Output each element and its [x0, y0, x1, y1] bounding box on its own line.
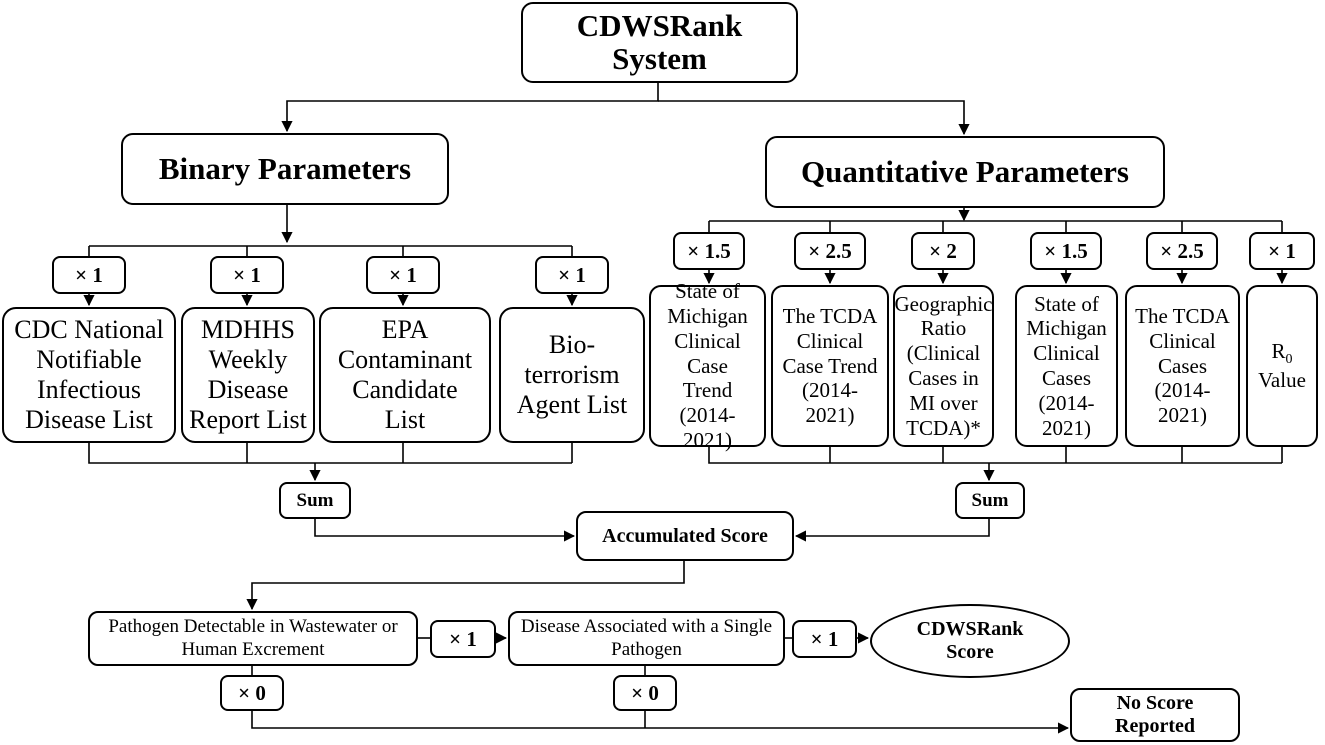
quantitative-multiplier: × 2	[911, 232, 975, 270]
condition-multiplier-yes: × 1	[792, 620, 857, 658]
binary-sum: Sum	[279, 482, 351, 519]
binary-parameter-box: EPA Contaminant Candidate List	[319, 307, 491, 443]
condition-single-pathogen: Disease Associated with a Single Pathoge…	[508, 611, 785, 666]
cdwsrank-score-oval: CDWSRank Score	[870, 604, 1070, 678]
quantitative-multiplier: × 1.5	[1030, 232, 1102, 270]
condition-multiplier-no: × 0	[220, 675, 284, 711]
quantitative-parameter-box: The TCDA Clinical Cases (2014-2021)	[1125, 285, 1240, 447]
quantitative-parameter-box: The TCDA Clinical Case Trend (2014-2021)	[771, 285, 889, 447]
quantitative-multiplier: × 2.5	[1146, 232, 1218, 270]
quantitative-multiplier: × 2.5	[794, 232, 866, 270]
system-title: CDWSRank System	[521, 2, 798, 83]
quantitative-multiplier: × 1.5	[673, 232, 745, 270]
binary-multiplier: × 1	[52, 256, 126, 294]
condition-multiplier-no: × 0	[613, 675, 677, 711]
no-score-reported: No Score Reported	[1070, 688, 1240, 742]
accumulated-score: Accumulated Score	[576, 511, 794, 561]
quantitative-parameter-box: Geographic Ratio (Clinical Cases in MI o…	[893, 285, 994, 447]
quantitative-sum: Sum	[955, 482, 1025, 519]
binary-multiplier: × 1	[366, 256, 440, 294]
quantitative-parameter-box: State of Michigan Clinical Case Trend (2…	[649, 279, 766, 452]
binary-parameter-box: Bio-terrorism Agent List	[499, 307, 645, 443]
binary-multiplier: × 1	[210, 256, 284, 294]
binary-parameter-box: CDC National Notifiable Infectious Disea…	[2, 307, 176, 443]
binary-multiplier: × 1	[535, 256, 609, 294]
quantitative-multiplier: × 1	[1249, 232, 1315, 270]
condition-pathogen-detectable: Pathogen Detectable in Wastewater or Hum…	[88, 611, 418, 666]
condition-multiplier-yes: × 1	[430, 620, 496, 658]
binary-parameters-heading: Binary Parameters	[121, 133, 449, 205]
quantitative-parameters-heading: Quantitative Parameters	[765, 136, 1165, 208]
binary-parameter-box: MDHHS Weekly Disease Report List	[181, 307, 315, 443]
quantitative-parameter-box: State of Michigan Clinical Cases (2014-2…	[1015, 285, 1118, 447]
